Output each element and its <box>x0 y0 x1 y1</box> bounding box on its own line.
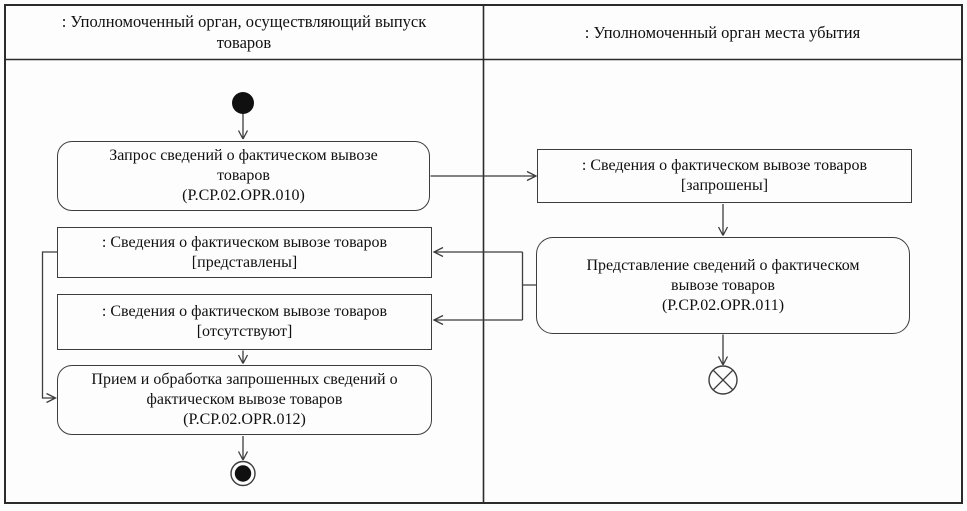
lane-title-issuing-authority: : Уполномоченный орган, осуществляющий в… <box>61 12 427 52</box>
action-request-export-info: Запрос сведений о фактическом вывозе тов… <box>57 141 430 211</box>
final-node-icon <box>230 460 256 487</box>
edge-info-requested-to-provide <box>717 204 729 236</box>
initial-node-icon <box>232 92 254 114</box>
action-receive-process-export-info: Прием и обработка запрошенных сведений о… <box>57 365 432 435</box>
lane-title-departure-authority: : Уполномоченный орган места убытия <box>584 22 861 42</box>
edge-receive-to-final <box>237 436 249 461</box>
object-export-info-provided: : Сведения о фактическом вывозе товаров … <box>57 227 432 278</box>
edge-info-provided-to-receive <box>41 251 57 404</box>
object-export-info-requested: : Сведения о фактическом вывозе товаров … <box>537 149 912 203</box>
edge-initial-to-request <box>237 114 249 140</box>
action-provide-export-info: Представление сведений о фактическом выв… <box>536 237 910 334</box>
object-export-info-absent: : Сведения о фактическом вывозе товаров … <box>57 294 432 350</box>
edge-provide-to-flow-final <box>717 334 729 366</box>
flow-final-node-icon <box>708 365 738 395</box>
edge-request-to-info-requested <box>430 170 538 182</box>
edge-info-absent-to-receive <box>237 350 249 364</box>
edge-provide-to-info-objects <box>432 246 536 326</box>
